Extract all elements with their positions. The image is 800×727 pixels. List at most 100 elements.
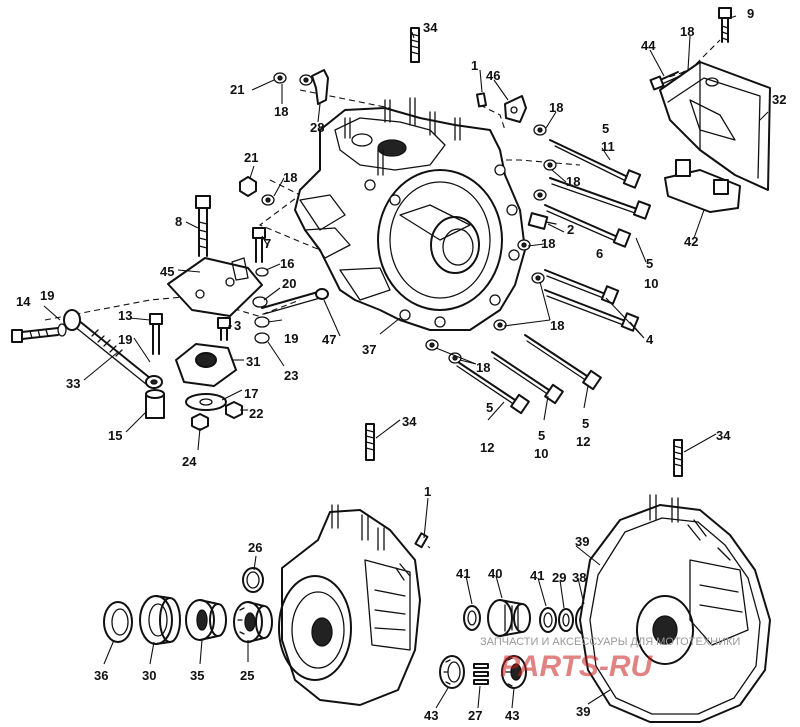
- callout-30: 30: [142, 668, 156, 683]
- callout-34c: 34: [716, 428, 731, 443]
- callout-3: 3: [234, 318, 241, 333]
- callout-37: 37: [362, 342, 376, 357]
- callout-20: 20: [282, 276, 296, 291]
- callout-1b: 1: [424, 484, 431, 499]
- watermark-brand: PARTS-RU: [500, 650, 654, 683]
- callout-31: 31: [246, 354, 260, 369]
- callout-38: 38: [572, 570, 586, 585]
- bolt-6: [544, 204, 632, 248]
- callout-40: 40: [488, 566, 502, 581]
- callout-19a: 19: [40, 288, 54, 303]
- right-case-half: [579, 494, 771, 723]
- callout-24: 24: [182, 454, 197, 469]
- bolt-8: [195, 195, 211, 257]
- callout-18b: 18: [274, 104, 288, 119]
- callout-11: 11: [601, 139, 615, 154]
- callout-42: 42: [684, 234, 698, 249]
- bolt-5-12-right: [524, 334, 602, 391]
- bearing-25: [233, 601, 273, 643]
- callout-5a: 5: [602, 121, 609, 136]
- callout-29: 29: [552, 570, 566, 585]
- bolt-7: [252, 227, 266, 263]
- bolt-5-12-left: [454, 359, 530, 415]
- callout-36: 36: [94, 668, 108, 683]
- rollers-27: [473, 663, 489, 685]
- bolt-18-row1: [549, 177, 652, 220]
- callout-25: 25: [240, 668, 254, 683]
- callout-21b: 21: [244, 150, 258, 165]
- rod-47: [261, 288, 329, 315]
- clip-28: [311, 69, 329, 105]
- plate-42: [664, 159, 741, 213]
- callout-23: 23: [284, 368, 298, 383]
- callout-5d: 5: [538, 428, 545, 443]
- callout-41b: 41: [530, 568, 544, 583]
- callout-19c: 19: [118, 332, 132, 347]
- callout-18f: 18: [541, 236, 555, 251]
- race-35: [185, 599, 227, 641]
- bolt-9: [718, 7, 732, 43]
- fitting-2: [527, 212, 557, 230]
- spacer-15: [145, 389, 165, 419]
- bearing-43b: [501, 655, 527, 689]
- ring-29: [558, 608, 574, 632]
- washer-41a: [463, 605, 481, 631]
- bolt-4-upper: [544, 269, 620, 305]
- callout-18d: 18: [283, 170, 297, 185]
- bolt-5-10-mid: [491, 351, 564, 405]
- callout-19b: 19: [284, 331, 298, 346]
- callout-15: 15: [108, 428, 122, 443]
- callout-26: 26: [248, 540, 262, 555]
- callout-43b: 43: [505, 708, 519, 723]
- stud-34-top: [410, 27, 420, 63]
- watermark-text: ЗАПЧАСТИ И АКСЕССУАРЫ ДЛЯ МОТОТЕХНИКИ: [480, 636, 740, 648]
- callout-10b: 10: [534, 446, 548, 461]
- left-case-half: [278, 504, 429, 706]
- callout-27: 27: [468, 708, 482, 723]
- callout-43a: 43: [424, 708, 438, 723]
- tie-rod-33: [63, 309, 163, 389]
- bearing-30: [139, 595, 181, 645]
- callout-32: 32: [772, 92, 786, 107]
- stud-34-mid: [365, 423, 375, 461]
- bearing-43a: [439, 655, 465, 689]
- left-bearing-row: [103, 567, 273, 645]
- callout-7: 7: [264, 236, 271, 251]
- plate-45: [167, 257, 263, 317]
- callout-34b: 34: [402, 414, 417, 429]
- callout-16: 16: [280, 256, 294, 271]
- leader-lines: [43, 15, 769, 709]
- callout-46: 46: [486, 68, 500, 83]
- callout-5e: 5: [582, 416, 589, 431]
- callout-13: 13: [118, 308, 132, 323]
- callout-5b: 5: [646, 256, 653, 271]
- callout-4: 4: [646, 332, 654, 347]
- washer-41b: [539, 607, 557, 633]
- callout-21a: 21: [230, 82, 244, 97]
- studs: [365, 27, 683, 477]
- watermark: ЗАПЧАСТИ И АКСЕССУАРЫ ДЛЯ МОТОТЕХНИКИ PA…: [480, 636, 740, 683]
- callout-44: 44: [641, 38, 656, 53]
- ring-26: [242, 567, 264, 593]
- callout-45: 45: [160, 264, 174, 279]
- bolt-4-lower: [544, 289, 640, 332]
- bolt-14: [11, 323, 67, 343]
- crankcase-bolts: [454, 139, 652, 415]
- callout-18c: 18: [549, 100, 563, 115]
- needle-cage-40: [487, 599, 531, 637]
- callout-12b: 12: [576, 434, 590, 449]
- rubber-mount-31: [175, 343, 237, 387]
- callout-18h: 18: [476, 360, 490, 375]
- bracket-46: [504, 95, 527, 123]
- callout-8: 8: [175, 214, 182, 229]
- washers: [239, 70, 694, 364]
- callout-18e: 18: [566, 174, 580, 189]
- callout-35: 35: [190, 668, 204, 683]
- callout-18a: 18: [680, 24, 694, 39]
- callout-18g: 18: [550, 318, 564, 333]
- callout-17: 17: [244, 386, 258, 401]
- callout-39b: 39: [576, 704, 590, 719]
- callout-47: 47: [322, 332, 336, 347]
